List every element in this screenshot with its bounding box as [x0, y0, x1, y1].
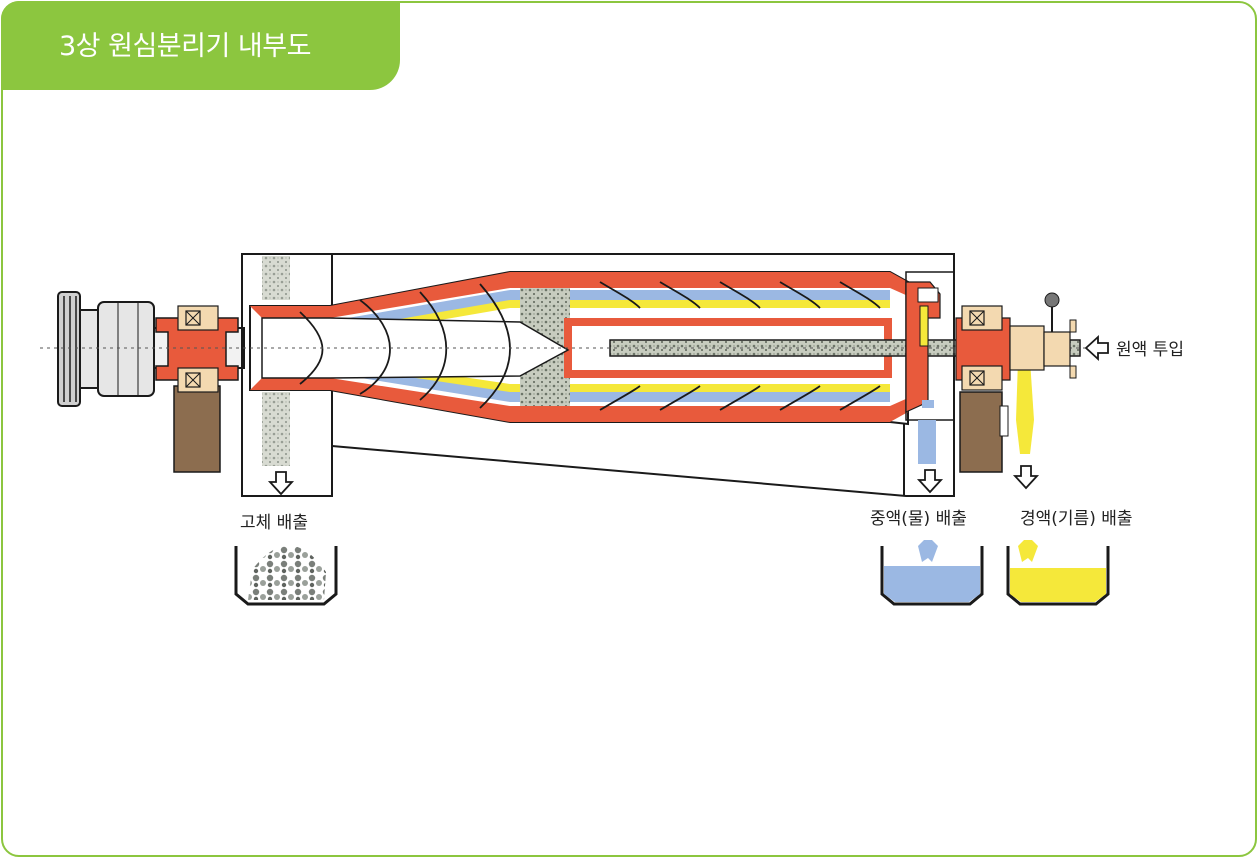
housing — [241, 253, 955, 497]
solids-tank — [234, 545, 338, 606]
title-tab: 3상 원심분리기 내부도 — [1, 1, 400, 90]
down-arrow-icon — [916, 469, 944, 494]
right-end — [905, 271, 1077, 473]
water-tank — [880, 540, 984, 606]
down-arrow-icon — [1012, 465, 1040, 490]
solids-chute — [262, 256, 290, 466]
left-bearing — [155, 305, 239, 473]
light-liquid-label: 경액(기름) 배출 — [1020, 509, 1133, 529]
heavy-liquid-label: 중액(물) 배출 — [870, 509, 967, 529]
left-arrow-icon — [1084, 334, 1109, 362]
down-arrow-icon — [267, 471, 295, 496]
page-title: 3상 원심분리기 내부도 — [59, 31, 311, 62]
feed-inlet-label: 원액 투입 — [1116, 340, 1184, 360]
scroll-flights — [299, 281, 881, 411]
oil-tank — [1006, 540, 1110, 606]
solid-discharge-label: 고체 배출 — [240, 513, 308, 533]
